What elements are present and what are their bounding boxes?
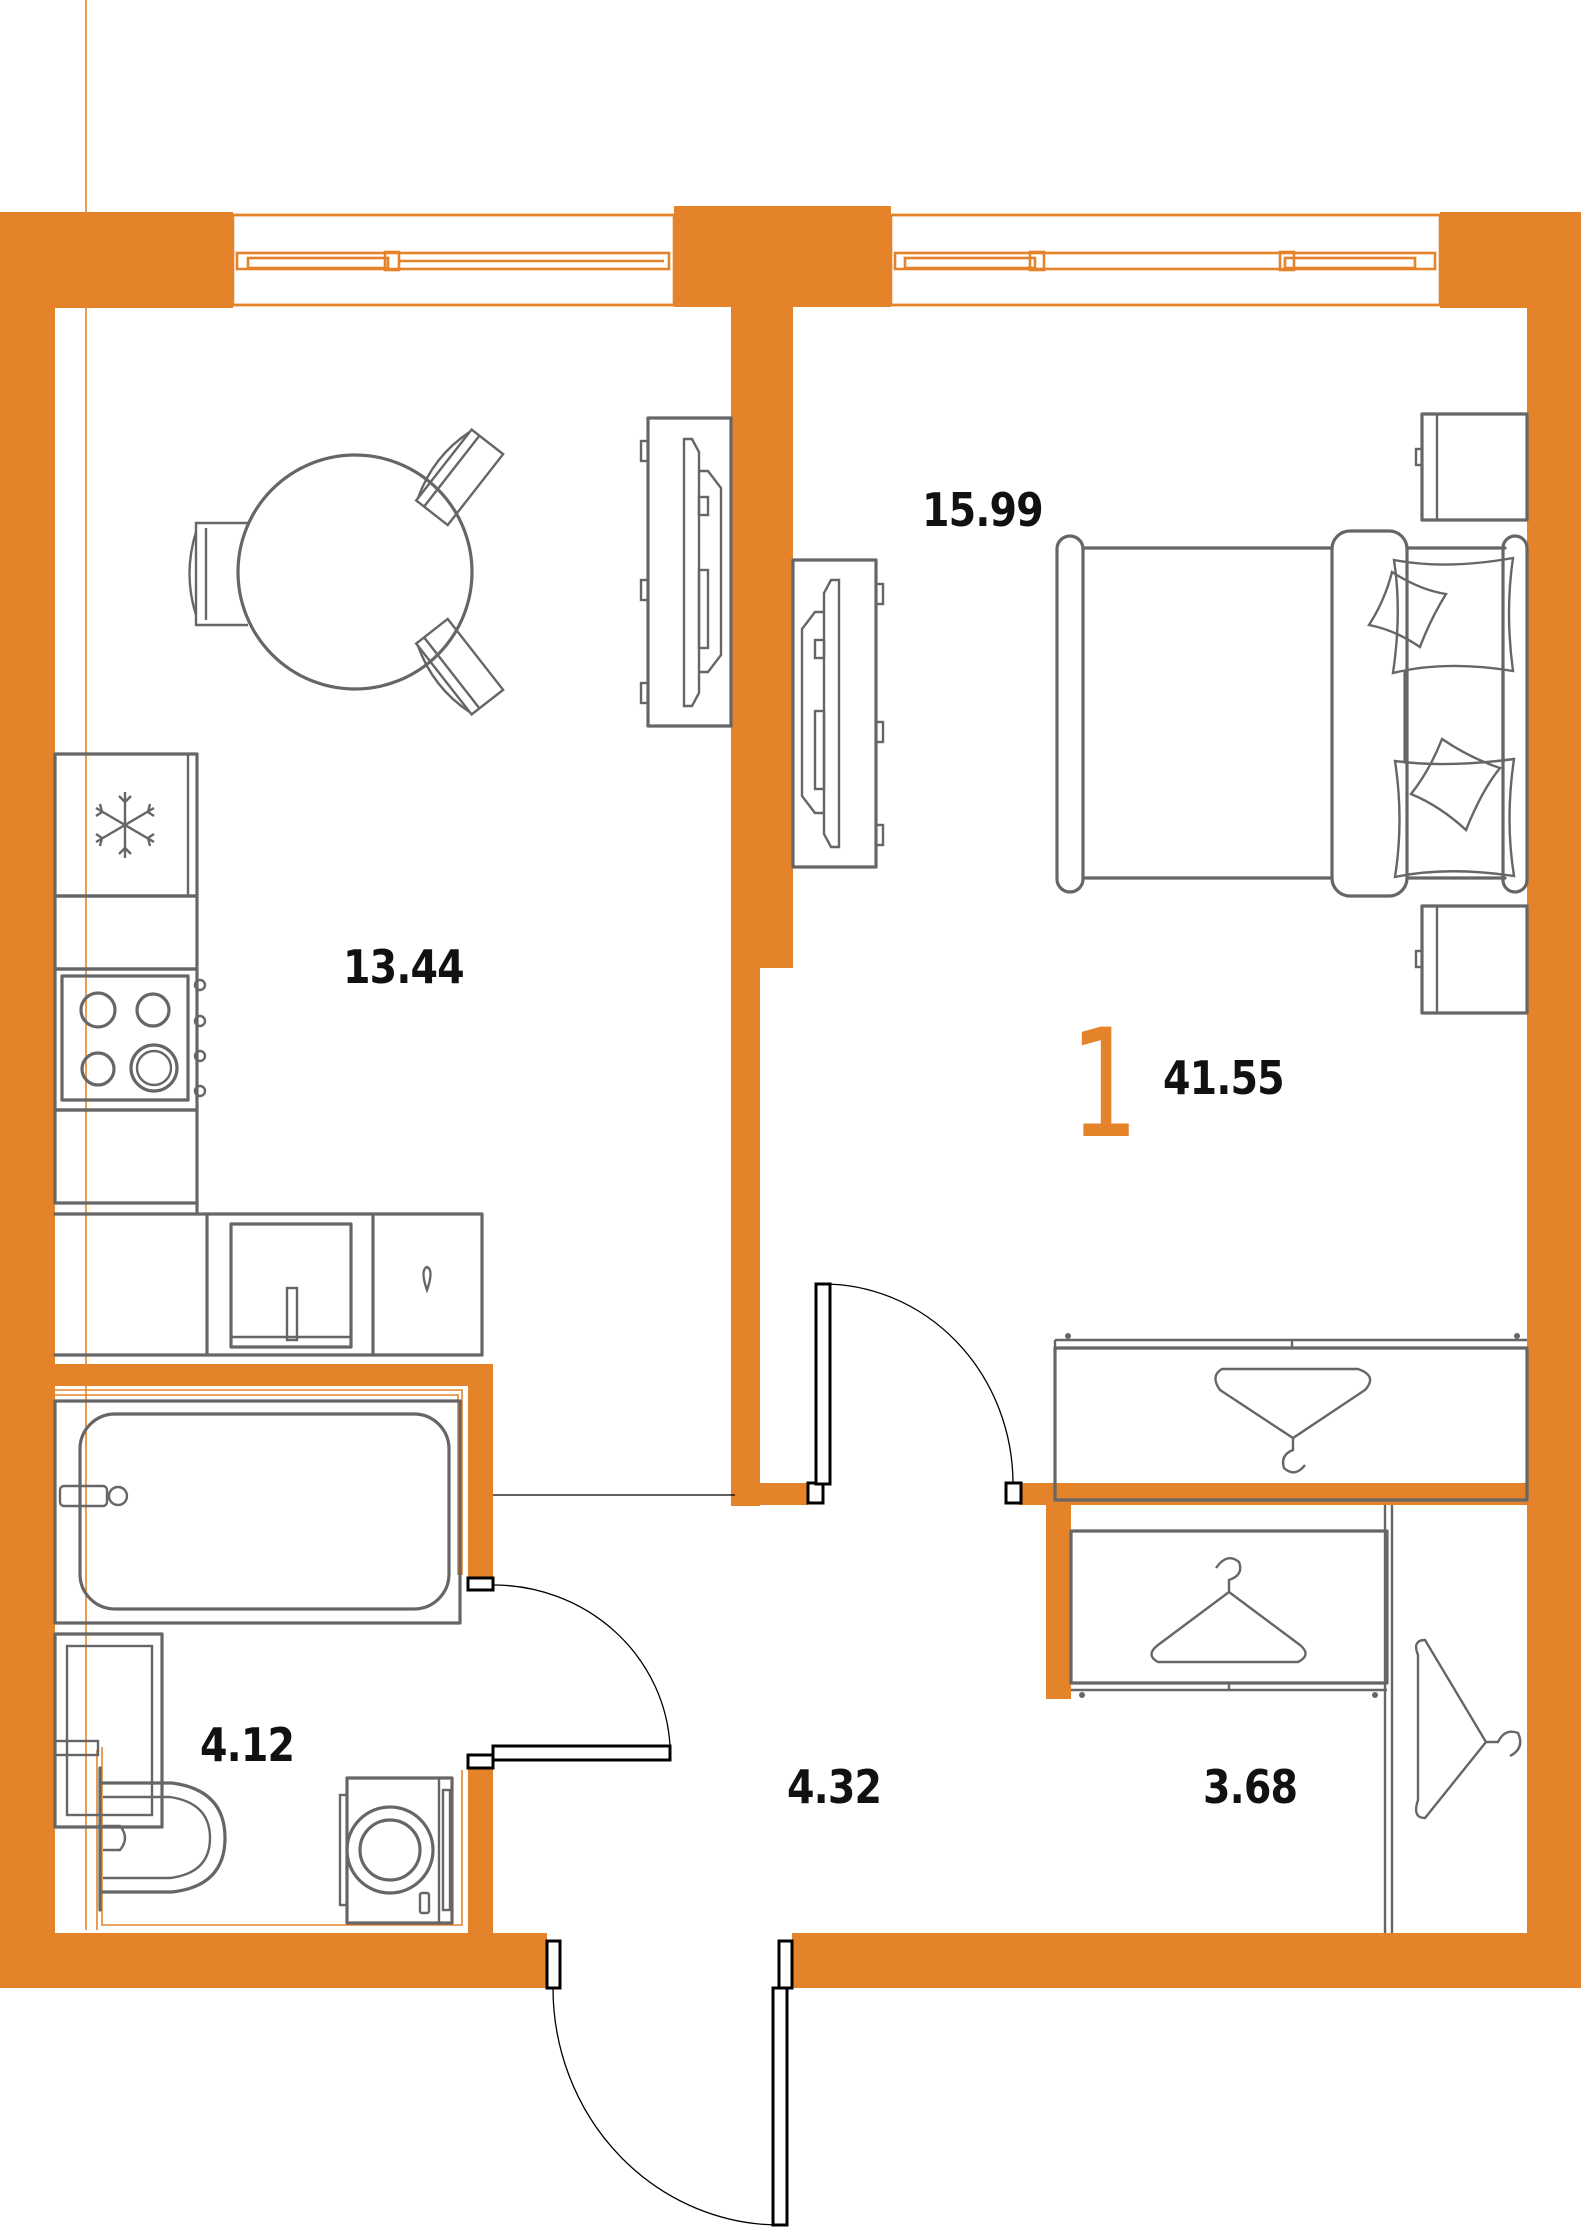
area-label-wardrobe: 3.68 [1203, 1760, 1298, 1814]
dining-table [188, 427, 505, 717]
nightstand-top [1414, 412, 1529, 522]
area-label-hallway: 4.32 [787, 1760, 882, 1814]
area-label-kitchen: 13.44 [343, 940, 465, 994]
area-label-bathroom: 4.12 [200, 1718, 295, 1772]
closet-rail [1383, 1505, 1522, 1933]
drop-icon [422, 1265, 432, 1294]
washbasin [53, 1632, 164, 1829]
hanger-icon [1150, 1556, 1307, 1664]
snowflake-icon [95, 792, 155, 858]
hanger-icon [1214, 1367, 1372, 1474]
fridge [53, 752, 199, 898]
door-bedroom[interactable] [806, 1282, 1023, 1505]
area-label-bedroom: 15.99 [922, 483, 1044, 537]
door-entrance[interactable] [545, 1939, 794, 2227]
hanger-icon [1414, 1638, 1522, 1820]
room-count-label: 1 [1070, 998, 1139, 1172]
window-kitchen [231, 213, 676, 307]
bathroom-trim [55, 0, 463, 1930]
washing-machine [338, 1776, 454, 1925]
tv-cabinet-kitchen [639, 416, 733, 728]
wardrobe-closet-lower [1069, 1529, 1389, 1698]
window-bedroom [889, 213, 1442, 307]
toilet [98, 1766, 227, 1912]
nightstand-bottom [1414, 904, 1529, 1015]
door-bathroom[interactable] [466, 1576, 672, 1770]
total-area-label: 41.55 [1163, 1051, 1285, 1105]
kitchen-sink [229, 1222, 432, 1349]
tv-cabinet-bedroom [791, 558, 885, 869]
bathtub [53, 1399, 462, 1625]
walls [0, 206, 1581, 1988]
double-bed [1055, 529, 1529, 898]
stove [53, 967, 207, 1112]
wardrobe-bedroom [1053, 1333, 1529, 1502]
